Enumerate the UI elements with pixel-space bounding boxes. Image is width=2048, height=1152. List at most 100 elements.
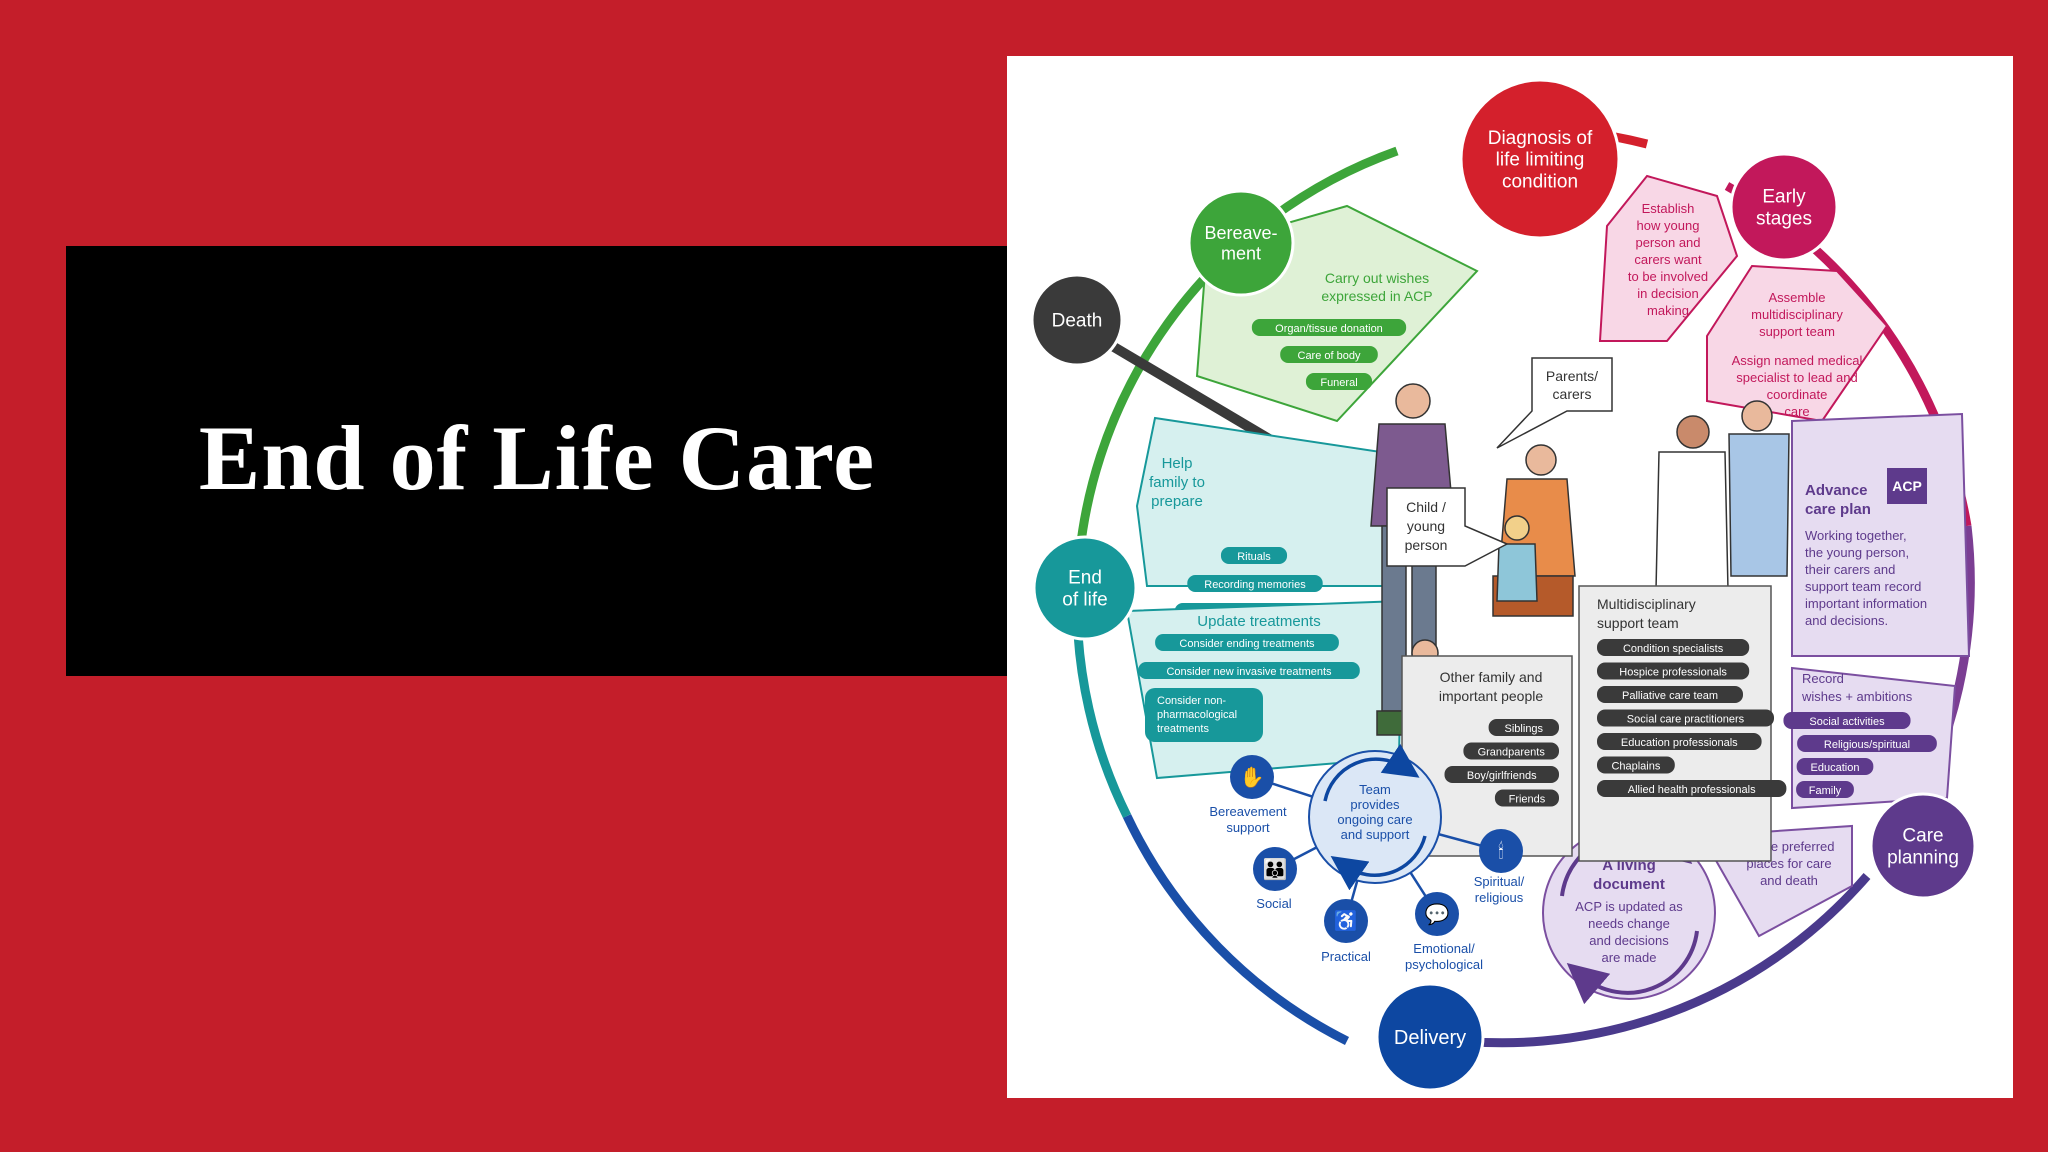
wheelchair-icon	[1324, 899, 1368, 943]
mdt-pill-label: Chaplains	[1611, 761, 1660, 773]
record-pill-label: Education	[1811, 762, 1860, 774]
record-pills: Social activitiesReligious/spiritualEduc…	[1783, 712, 1937, 798]
record-pill-label: Family	[1809, 785, 1842, 797]
other-family-pill-label: Grandparents	[1478, 747, 1546, 759]
update-treatments-pill-label: Consider ending treatments	[1179, 638, 1315, 650]
record-pill	[1783, 712, 1911, 729]
help-family-pill	[1187, 575, 1323, 592]
mdt-pill-label: Education professionals	[1621, 737, 1738, 749]
bereavement-pill-label: Care of body	[1298, 350, 1361, 362]
update-treatments-title: Update treatments	[1197, 613, 1320, 630]
people-icon	[1253, 847, 1297, 891]
people-icon-glyph: 👪	[1263, 857, 1288, 881]
update-treatments-pill-label: Consider new invasive treatments	[1166, 666, 1332, 678]
speech-bubble-icon-glyph: 💬	[1425, 902, 1450, 926]
record-pill	[1796, 781, 1854, 798]
team-spoke-label: Emotional/psychological	[1405, 941, 1483, 972]
bereavement-pill-label: Funeral	[1320, 377, 1357, 389]
update-treatments-box: Update treatments Consider ending treatm…	[1125, 599, 1404, 780]
stage-bereavement-label: Bereave-ment	[1204, 223, 1277, 264]
mdt-pill-label: Condition specialists	[1623, 643, 1724, 655]
bereavement-pill	[1280, 346, 1378, 363]
acp-badge	[1887, 468, 1927, 504]
slide-title: End of Life Care	[198, 407, 876, 509]
help-family-pill	[1220, 547, 1288, 564]
team-spoke-label: Practical	[1321, 949, 1371, 964]
acp-badge-text: ACP	[1892, 478, 1922, 494]
mdt-pill	[1597, 756, 1675, 774]
parents-callout: Parents/carers	[1496, 357, 1613, 449]
ring-arc-green	[1072, 146, 1399, 597]
other-family-pill-label: Boy/girlfriends	[1467, 770, 1537, 782]
hands-icon	[1230, 755, 1274, 799]
stage-care_planning	[1869, 792, 1977, 900]
update-treatments-pill	[1145, 688, 1263, 742]
mdt-pill	[1597, 662, 1750, 680]
other-family-pill	[1444, 766, 1559, 783]
record-pill	[1797, 735, 1937, 752]
record-pill-label: Social activities	[1809, 716, 1885, 728]
speech-bubble-icon	[1415, 892, 1459, 936]
other-family-pills: SiblingsGrandparentsBoy/girlfriendsFrien…	[1444, 719, 1559, 807]
team-spoke-label: Social	[1256, 896, 1292, 911]
ring-arc-violet	[1421, 873, 1871, 1048]
mdt-pill	[1597, 639, 1750, 656]
stage-death-label: Death	[1052, 311, 1103, 332]
title-box: End of Life Care	[66, 246, 1008, 676]
bereavement-pill	[1251, 319, 1407, 336]
ring-arc-blue	[1122, 814, 1350, 1046]
mdt-pill	[1597, 733, 1762, 750]
stage-delivery	[1375, 982, 1485, 1092]
team-spoke-label: Spiritual/religious	[1474, 874, 1525, 905]
candle-icon-glyph: 🕯	[1498, 840, 1504, 863]
stage-death	[1030, 273, 1124, 367]
acp-text: Working together,the young person,their …	[1805, 528, 1927, 628]
mdt-pill	[1597, 780, 1787, 797]
bereavement-pill-label: Organ/tissue donation	[1275, 323, 1383, 335]
help-family-pill-label: Recording memories	[1204, 579, 1306, 591]
mdt-pill-label: Hospice professionals	[1619, 667, 1727, 679]
bereavement-pill	[1305, 373, 1373, 390]
other-family-pill-label: Friends	[1509, 794, 1546, 806]
mdt-pill-label: Social care practitioners	[1627, 714, 1745, 726]
mdt-pill	[1597, 686, 1743, 703]
stage-delivery-label: Delivery	[1394, 1027, 1466, 1049]
record-pill-label: Religious/spiritual	[1824, 739, 1910, 751]
stage-end_of_life	[1032, 535, 1138, 641]
parents-label: Parents/carers	[1546, 368, 1598, 402]
stage-bereavement	[1187, 189, 1295, 297]
other-family-pill	[1494, 789, 1559, 807]
help-family-pill-label: Rituals	[1237, 551, 1271, 563]
mdt-pill	[1597, 709, 1774, 727]
